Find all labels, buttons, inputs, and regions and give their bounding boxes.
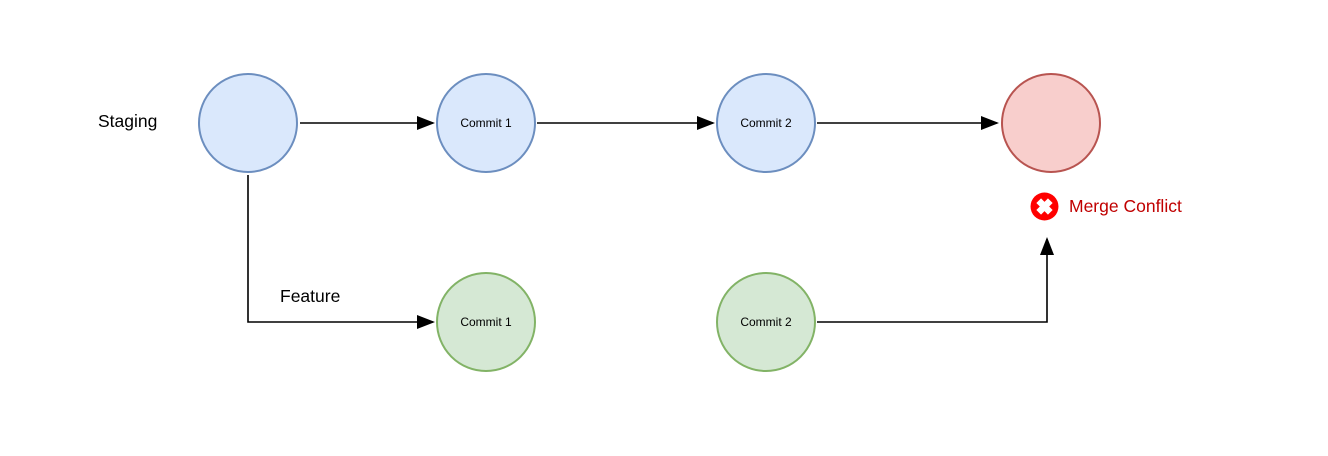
node-merge-result — [1001, 73, 1101, 173]
node-feature-commit1: Commit 1 — [436, 272, 536, 372]
node-label: Commit 1 — [460, 116, 512, 130]
edge-feature-commit2-to-conflict — [817, 237, 1054, 323]
node-label: Commit 1 — [460, 315, 512, 329]
node-staging-start — [198, 73, 298, 173]
merge-conflict-label: Merge Conflict — [1069, 196, 1182, 216]
node-staging-commit1: Commit 1 — [436, 73, 536, 173]
feature-branch-label: Feature — [280, 286, 341, 306]
staging-branch-label: Staging — [98, 111, 158, 131]
merge-conflict-callout: Merge Conflict — [1030, 192, 1182, 221]
node-label: Commit 2 — [740, 315, 792, 329]
node-feature-commit2: Commit 2 — [716, 272, 816, 372]
node-label: Commit 2 — [740, 116, 792, 130]
error-x-icon — [1030, 192, 1059, 221]
node-staging-commit2: Commit 2 — [716, 73, 816, 173]
edge-staging-start-to-feature-commit1 — [247, 175, 435, 329]
